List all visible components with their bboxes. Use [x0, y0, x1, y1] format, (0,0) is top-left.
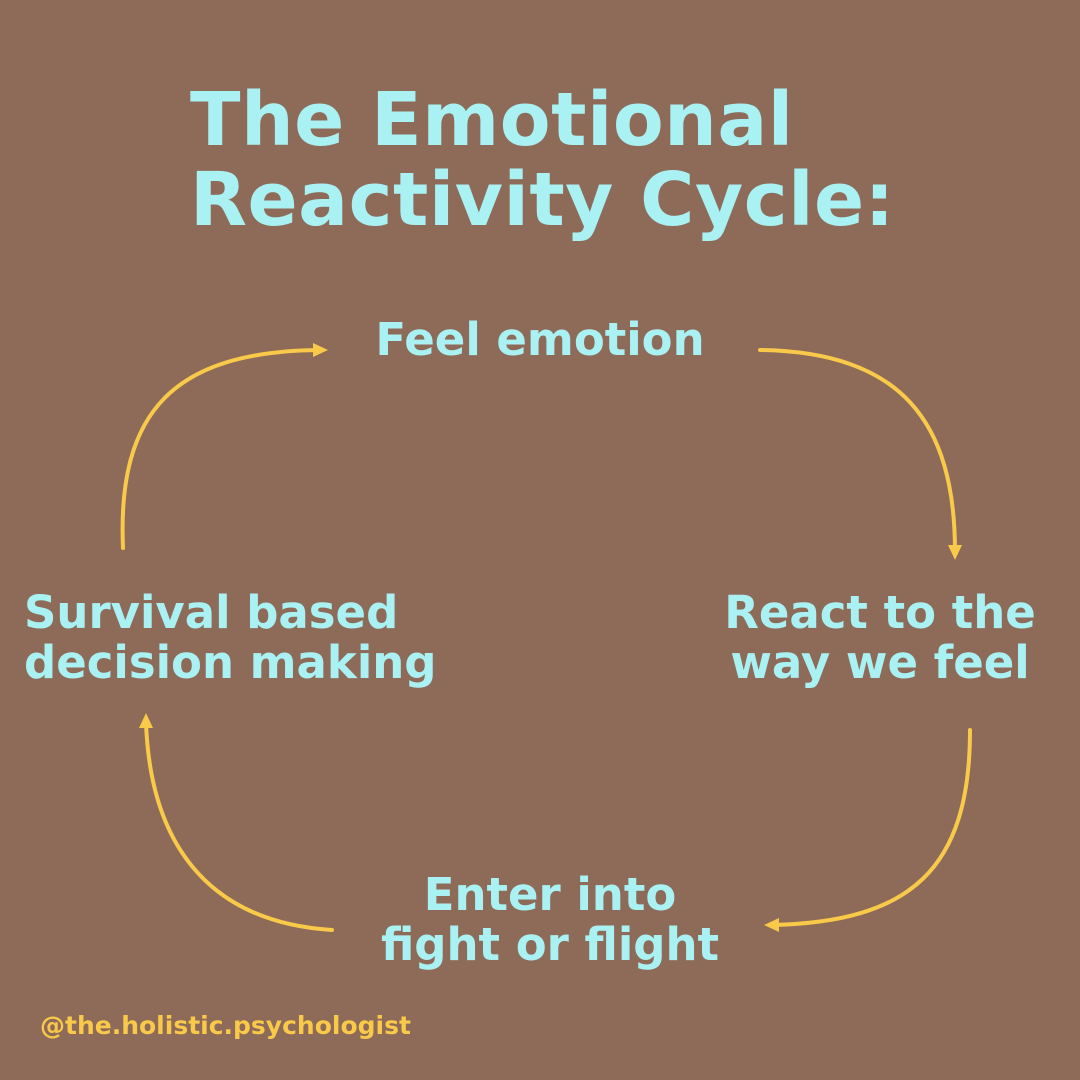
arrowhead-fight-to-survival: [139, 713, 153, 728]
step-label-line: way we feel: [730, 636, 1030, 689]
arrow-feel-to-react: [758, 348, 957, 554]
cycle-step-fight-or-flight: Enter into fight or flight: [350, 870, 750, 970]
title-line-1: The Emotional: [190, 77, 794, 163]
arrowhead-feel-to-react: [948, 545, 962, 560]
arrow-react-to-fight: [770, 728, 972, 927]
step-label-line: Feel emotion: [375, 313, 705, 366]
cycle-step-react: React to the way we feel: [715, 588, 1045, 688]
arrowhead-survival-to-feel: [313, 343, 328, 357]
author-handle: @the.holistic.psychologist: [40, 1011, 411, 1040]
step-label-line: Survival based: [24, 586, 399, 639]
title-line-2: Reactivity Cycle:: [190, 157, 895, 243]
step-label-line: decision making: [24, 636, 437, 689]
step-label-line: fight or flight: [380, 918, 720, 971]
diagram-title: The Emotional Reactivity Cycle:: [190, 80, 950, 240]
arrow-fight-to-survival: [144, 720, 334, 932]
step-label-line: Enter into: [423, 868, 677, 921]
step-label-line: React to the: [724, 586, 1036, 639]
cycle-step-feel-emotion: Feel emotion: [340, 315, 740, 365]
arrow-survival-to-feel: [120, 348, 320, 550]
cycle-step-survival-decision: Survival based decision making: [24, 588, 474, 688]
arrowhead-react-to-fight: [764, 918, 779, 932]
